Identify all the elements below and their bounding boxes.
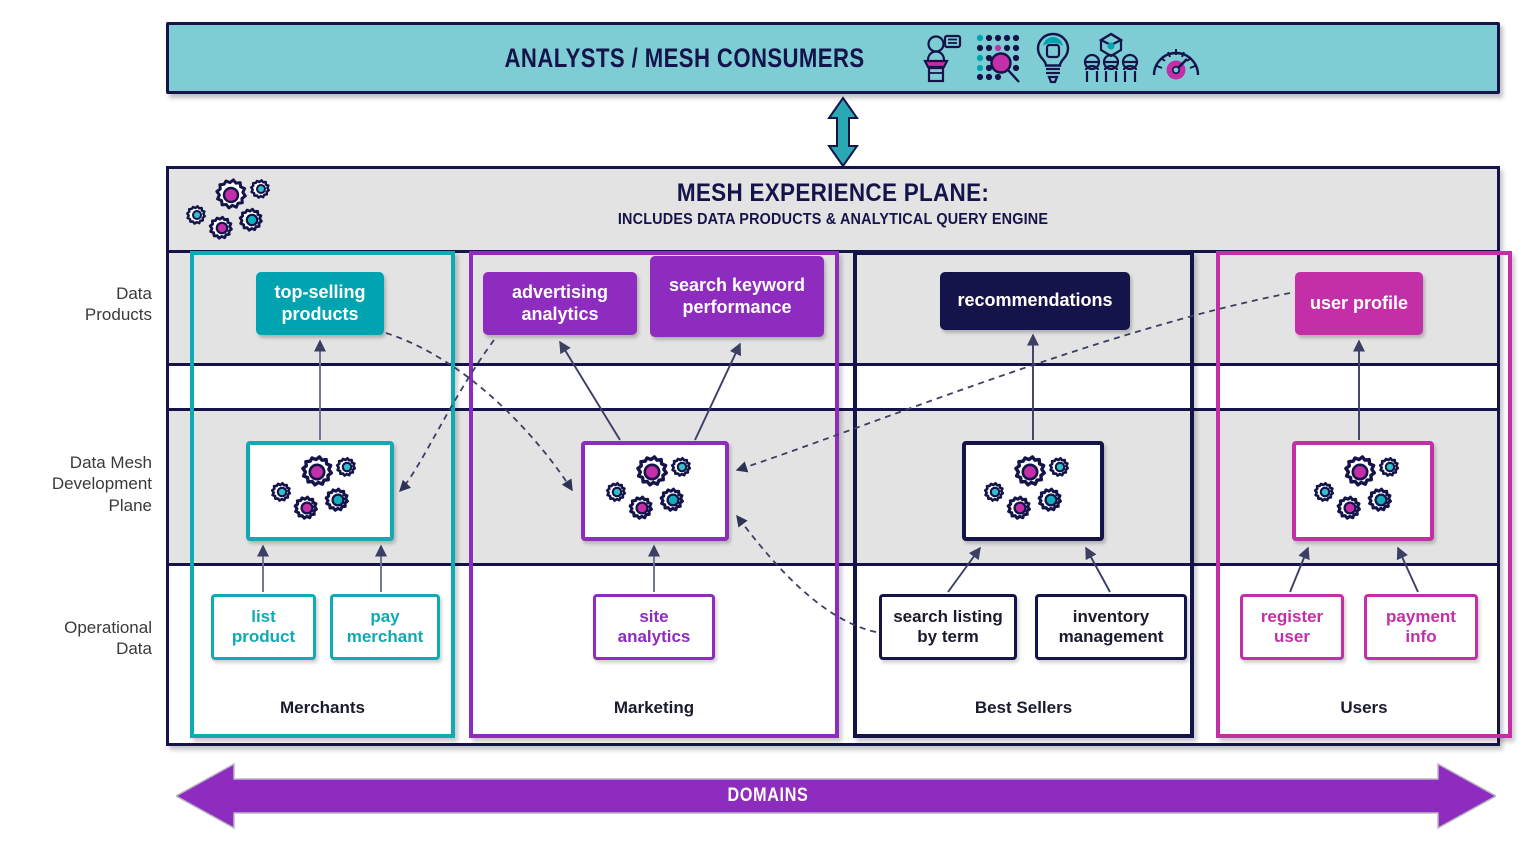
data-product-advertising-analytics[interactable]: advertising analytics — [483, 272, 637, 335]
gears-cluster-icon — [186, 178, 270, 240]
plane-subtitle: INCLUDES DATA PRODUCTS & ANALYTICAL QUER… — [617, 211, 1049, 228]
domain-column-marketing[interactable]: Marketing — [469, 251, 839, 738]
dev-plane-box-best-sellers[interactable] — [962, 441, 1104, 541]
gears-cluster-icon — [270, 455, 357, 520]
data-product-user-profile[interactable]: user profile — [1295, 272, 1423, 335]
domain-label-merchants: Merchants — [279, 698, 366, 717]
row-label-line: Data — [116, 284, 152, 303]
row-label-data-products: Data Products — [2, 283, 152, 326]
data-search-icon — [976, 34, 1020, 83]
dev-plane-box-users[interactable] — [1292, 441, 1434, 541]
row-label-line: Data Mesh — [69, 453, 152, 472]
banner-title: ANALYSTS / MESH CONSUMERS — [504, 42, 866, 73]
operational-data-pay-merchant[interactable]: pay merchant — [330, 594, 440, 660]
operational-data-payment-info[interactable]: payment info — [1364, 594, 1478, 660]
row-label-dev-plane: Data Mesh Development Plane — [2, 452, 152, 516]
gauge-icon — [1152, 49, 1199, 80]
data-product-search-keyword-performance[interactable]: search keyword performance — [650, 256, 824, 337]
operational-data-search-listing-by-term[interactable]: search listing by term — [879, 594, 1017, 660]
domain-column-best-sellers[interactable]: Best Sellers — [853, 251, 1194, 738]
domain-label-marketing: Marketing — [613, 698, 695, 717]
gears-cluster-icon — [983, 455, 1070, 520]
gears-cluster-icon — [605, 455, 692, 520]
operational-data-inventory-management[interactable]: inventory management — [1035, 594, 1187, 660]
team-of-people-icon — [1083, 32, 1138, 82]
domain-column-merchants[interactable]: Merchants — [190, 251, 455, 738]
row-label-line: Operational — [64, 618, 152, 637]
row-label-line: Plane — [108, 495, 152, 515]
banner-plane-connector-arrow — [827, 96, 859, 168]
operational-data-register-user[interactable]: register user — [1240, 594, 1344, 660]
domains-double-arrow — [176, 762, 1496, 830]
data-product-recommendations[interactable]: recommendations — [940, 272, 1130, 330]
data-product-top-selling-products[interactable]: top-selling products — [256, 272, 384, 335]
domain-column-users[interactable]: Users — [1216, 251, 1512, 738]
domain-label-best-sellers: Best Sellers — [974, 698, 1073, 717]
operational-data-site-analytics[interactable]: site analytics — [593, 594, 715, 660]
plane-title-block: MESH EXPERIENCE PLANE: INCLUDES DATA PRO… — [169, 179, 1497, 229]
dev-plane-box-marketing[interactable] — [581, 441, 729, 541]
row-label-operational-data: Operational Data — [2, 617, 152, 660]
gears-cluster-icon — [1313, 455, 1400, 520]
row-label-line: Products — [84, 305, 152, 325]
domain-label-users: Users — [1340, 698, 1388, 717]
analyst-at-desk-icon — [922, 34, 961, 83]
plane-title: MESH EXPERIENCE PLANE: — [676, 179, 990, 207]
row-label-line: Development — [51, 474, 152, 494]
dev-plane-box-merchants[interactable] — [246, 441, 394, 541]
row-label-line: Data — [116, 639, 152, 659]
lightbulb-icon — [1036, 32, 1069, 84]
banner-icon-group — [922, 32, 1201, 84]
operational-data-list-product[interactable]: list product — [211, 594, 316, 660]
analysts-mesh-consumers-banner: ANALYSTS / MESH CONSUMERS — [166, 22, 1500, 94]
